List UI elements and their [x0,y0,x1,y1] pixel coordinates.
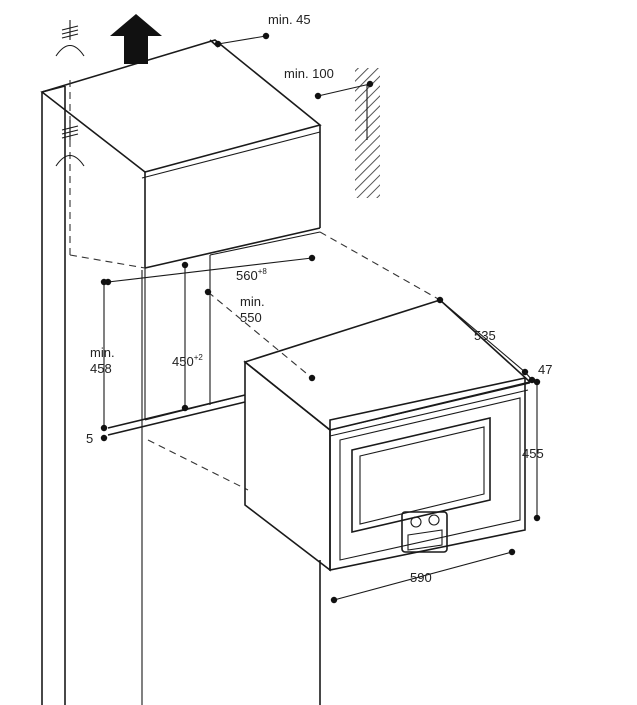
niche [107,231,321,436]
knob-right-icon [428,514,440,526]
fan-icon [55,20,85,167]
label-min-45: min. 45 [268,12,311,27]
upper-cabinet [40,39,322,269]
label-appliance-width: 590 [410,570,432,585]
svg-text:450+2: 450+2 [172,353,203,369]
label-base-gap: 5 [86,431,93,446]
up-arrow-icon [110,14,162,64]
label-niche-width-tol: +8 [258,267,268,276]
label-niche-height: 450 [172,354,194,369]
rear-wall [355,68,380,198]
label-min-100: min. 100 [284,66,334,81]
dimension-lines [100,32,541,604]
oven-window [351,416,491,534]
label-niche-height-tol: +2 [194,353,204,362]
label-depth-min-1: min. [240,294,265,309]
label-depth-min-2: 550 [240,310,262,325]
label-appliance-depth: 535 [474,328,496,343]
label-side-min-1: min. [90,345,115,360]
projection-lines [69,80,441,491]
tall-cabinet [41,85,321,705]
control-panel [401,511,448,553]
dimension-labels: min. 45 min. 100 560+8 min. 550 450+2 mi… [86,12,552,585]
svg-text:560+8: 560+8 [236,267,267,283]
label-niche-width: 560 [236,268,258,283]
label-appliance-height: 455 [522,446,544,461]
knob-left-icon [410,516,422,528]
label-side-min-2: 458 [90,361,112,376]
label-front-thickness: 47 [538,362,552,377]
